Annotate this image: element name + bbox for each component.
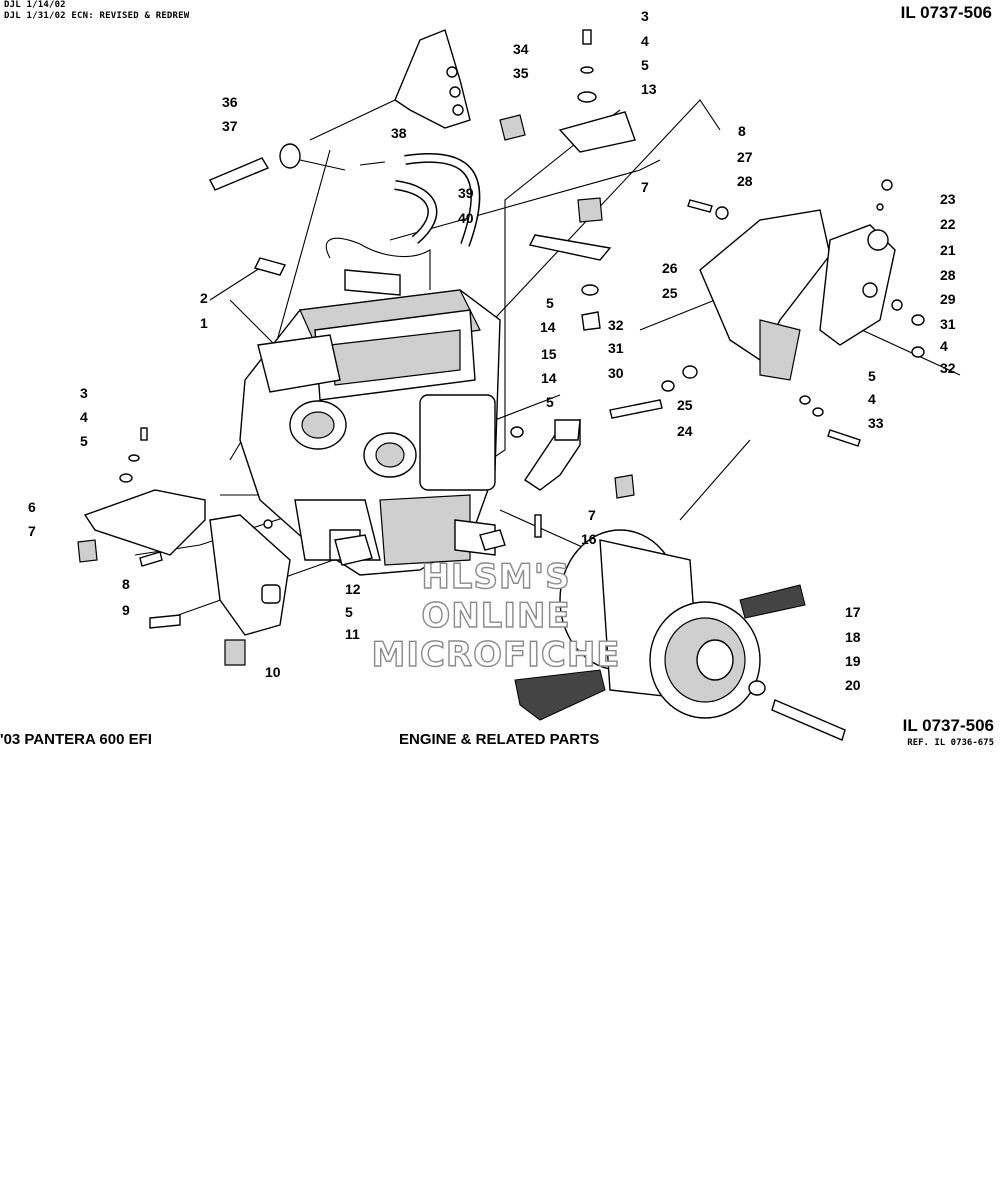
right-motor-mount	[609, 179, 925, 447]
callout-34: 34	[513, 41, 529, 57]
callout-37: 37	[222, 118, 238, 134]
callout-5b: 5	[546, 295, 554, 311]
callout-10: 10	[265, 664, 281, 680]
callout-7: 7	[641, 179, 649, 195]
callout-5f: 5	[345, 604, 353, 620]
callout-36: 36	[222, 94, 238, 110]
callout-8: 8	[738, 123, 746, 139]
callout-14b: 14	[541, 370, 557, 386]
callout-4b: 4	[940, 338, 948, 354]
callout-5: 5	[641, 57, 649, 73]
mount-bracket-top	[394, 29, 526, 141]
callout-6: 6	[28, 499, 36, 515]
callout-5e: 5	[80, 433, 88, 449]
callout-31: 31	[940, 316, 956, 332]
section-title: ENGINE & RELATED PARTS	[399, 731, 600, 748]
callout-29: 29	[940, 291, 956, 307]
callout-25: 25	[662, 285, 678, 301]
il-number-bottom: IL 0737-506	[902, 716, 994, 735]
upper-mount-hardware	[528, 29, 636, 331]
callout-32b: 32	[608, 317, 624, 333]
revision-note-1: DJL 1/14/02	[4, 0, 66, 10]
callout-8b: 8	[122, 576, 130, 592]
callout-7c: 7	[588, 507, 596, 523]
callout-1: 1	[200, 315, 208, 331]
callout-38: 38	[391, 125, 407, 141]
callout-4: 4	[641, 33, 649, 49]
callout-5c: 5	[546, 394, 554, 410]
callout-5d: 5	[868, 368, 876, 384]
callout-39: 39	[458, 185, 474, 201]
callout-32: 32	[940, 360, 956, 376]
callout-30: 30	[608, 365, 624, 381]
callout-9: 9	[122, 602, 130, 618]
callout-3: 3	[641, 8, 649, 24]
watermark: HLSM'S ONLINE MICROFICHE	[371, 556, 620, 675]
engine-assembly	[239, 237, 501, 576]
callout-12: 12	[345, 581, 361, 597]
il-number-top: IL 0737-506	[900, 3, 992, 22]
drive-clutch-assembly	[479, 529, 846, 741]
callout-21: 21	[940, 242, 956, 258]
callout-26: 26	[662, 260, 678, 276]
callout-2: 2	[200, 290, 208, 306]
watermark-line-1: HLSM'S	[421, 557, 570, 597]
callout-14: 14	[540, 319, 556, 335]
engine-sensor	[334, 534, 373, 566]
callout-15: 15	[541, 346, 557, 362]
callout-23: 23	[940, 191, 956, 207]
left-motor-mount	[77, 427, 291, 666]
callout-27: 27	[737, 149, 753, 165]
callout-28b: 28	[940, 267, 956, 283]
callout-40: 40	[458, 210, 474, 226]
callout-4d: 4	[80, 409, 88, 425]
callout-11: 11	[345, 626, 360, 642]
center-mount-bracket	[510, 418, 635, 538]
reference-number: REF. IL 0736-675	[907, 738, 994, 748]
callout-16: 16	[581, 531, 597, 547]
callout-33: 33	[868, 415, 884, 431]
callout-3b: 3	[80, 385, 88, 401]
callout-7b: 7	[28, 523, 36, 539]
fuel-hoses	[209, 143, 481, 247]
revision-note-2: DJL 1/31/02 ECN: REVISED & REDREW	[4, 11, 190, 21]
callout-labels: 3 4 5 13 8 34 35 36 37 38 39 40 27 28 7 …	[28, 8, 956, 693]
callout-20: 20	[845, 677, 861, 693]
watermark-line-3: MICROFICHE	[371, 635, 620, 675]
callout-24: 24	[677, 423, 693, 439]
watermark-line-2: ONLINE	[421, 596, 570, 636]
callout-13: 13	[641, 81, 657, 97]
callout-28: 28	[737, 173, 753, 189]
model-name: '03 PANTERA 600 EFI	[0, 731, 152, 748]
callout-35: 35	[513, 65, 529, 81]
callout-18: 18	[845, 629, 861, 645]
callout-17: 17	[845, 604, 861, 620]
callout-22: 22	[940, 216, 956, 232]
callout-4c: 4	[868, 391, 876, 407]
callout-25b: 25	[677, 397, 693, 413]
callout-19: 19	[845, 653, 861, 669]
callout-31b: 31	[608, 340, 624, 356]
